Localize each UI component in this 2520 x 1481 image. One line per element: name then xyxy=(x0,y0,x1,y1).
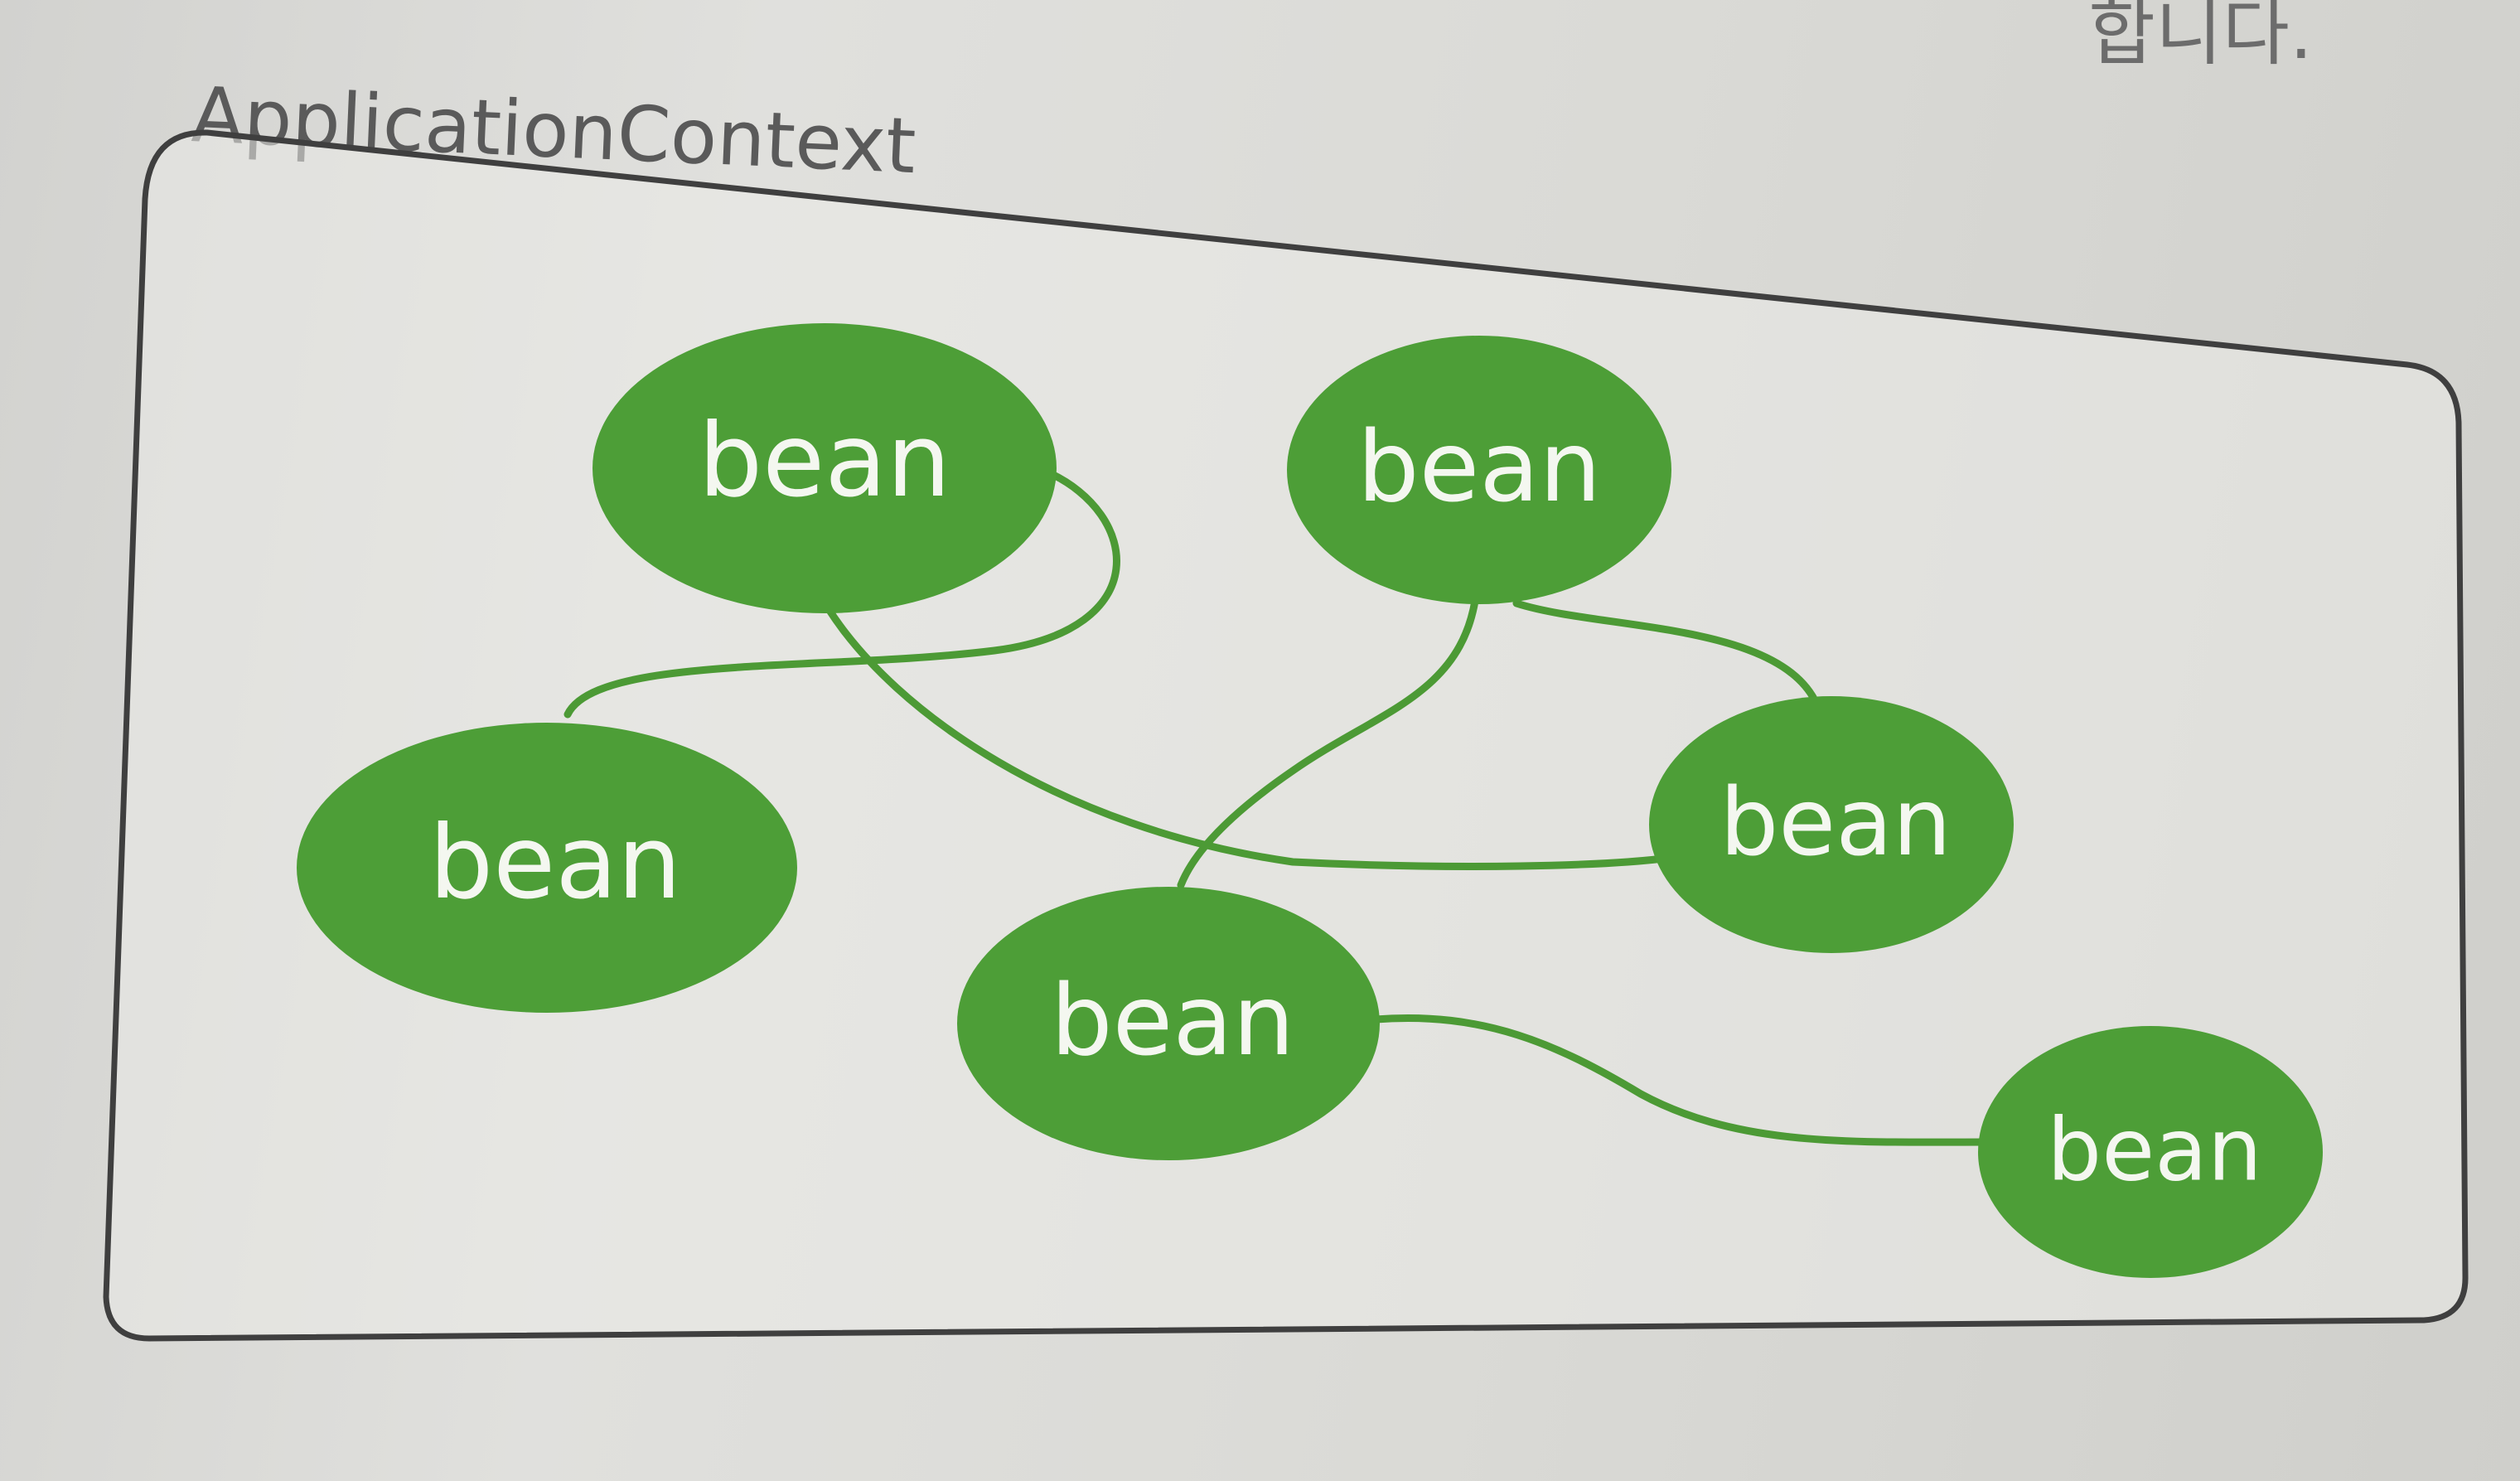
bean-node: bean xyxy=(957,887,1380,1160)
edge-bean-1-to-bean-4 xyxy=(825,605,1674,870)
edge-bean-2-to-bean-5 xyxy=(1177,597,1479,889)
bean-node: bean xyxy=(1287,336,1671,604)
bean-label: bean xyxy=(429,804,682,922)
bean-label: bean xyxy=(2047,1099,2262,1200)
bean-node: bean xyxy=(1649,696,2014,953)
edge-bean-1-to-bean-3 xyxy=(563,468,1120,719)
bean-node: bean xyxy=(593,323,1057,613)
bean-node: bean xyxy=(1978,1026,2323,1278)
bean-label: bean xyxy=(1720,769,1952,877)
edge-bean-5-to-bean-6 xyxy=(1371,1014,1993,1146)
bean-label: bean xyxy=(699,402,951,520)
bean-node: bean xyxy=(297,723,797,1013)
korean-caption-text: 합니다. xyxy=(2088,0,2313,75)
edge-bean-2-to-bean-4 xyxy=(1512,599,1819,704)
bean-label: bean xyxy=(1051,963,1295,1077)
bean-label: bean xyxy=(1357,409,1602,524)
